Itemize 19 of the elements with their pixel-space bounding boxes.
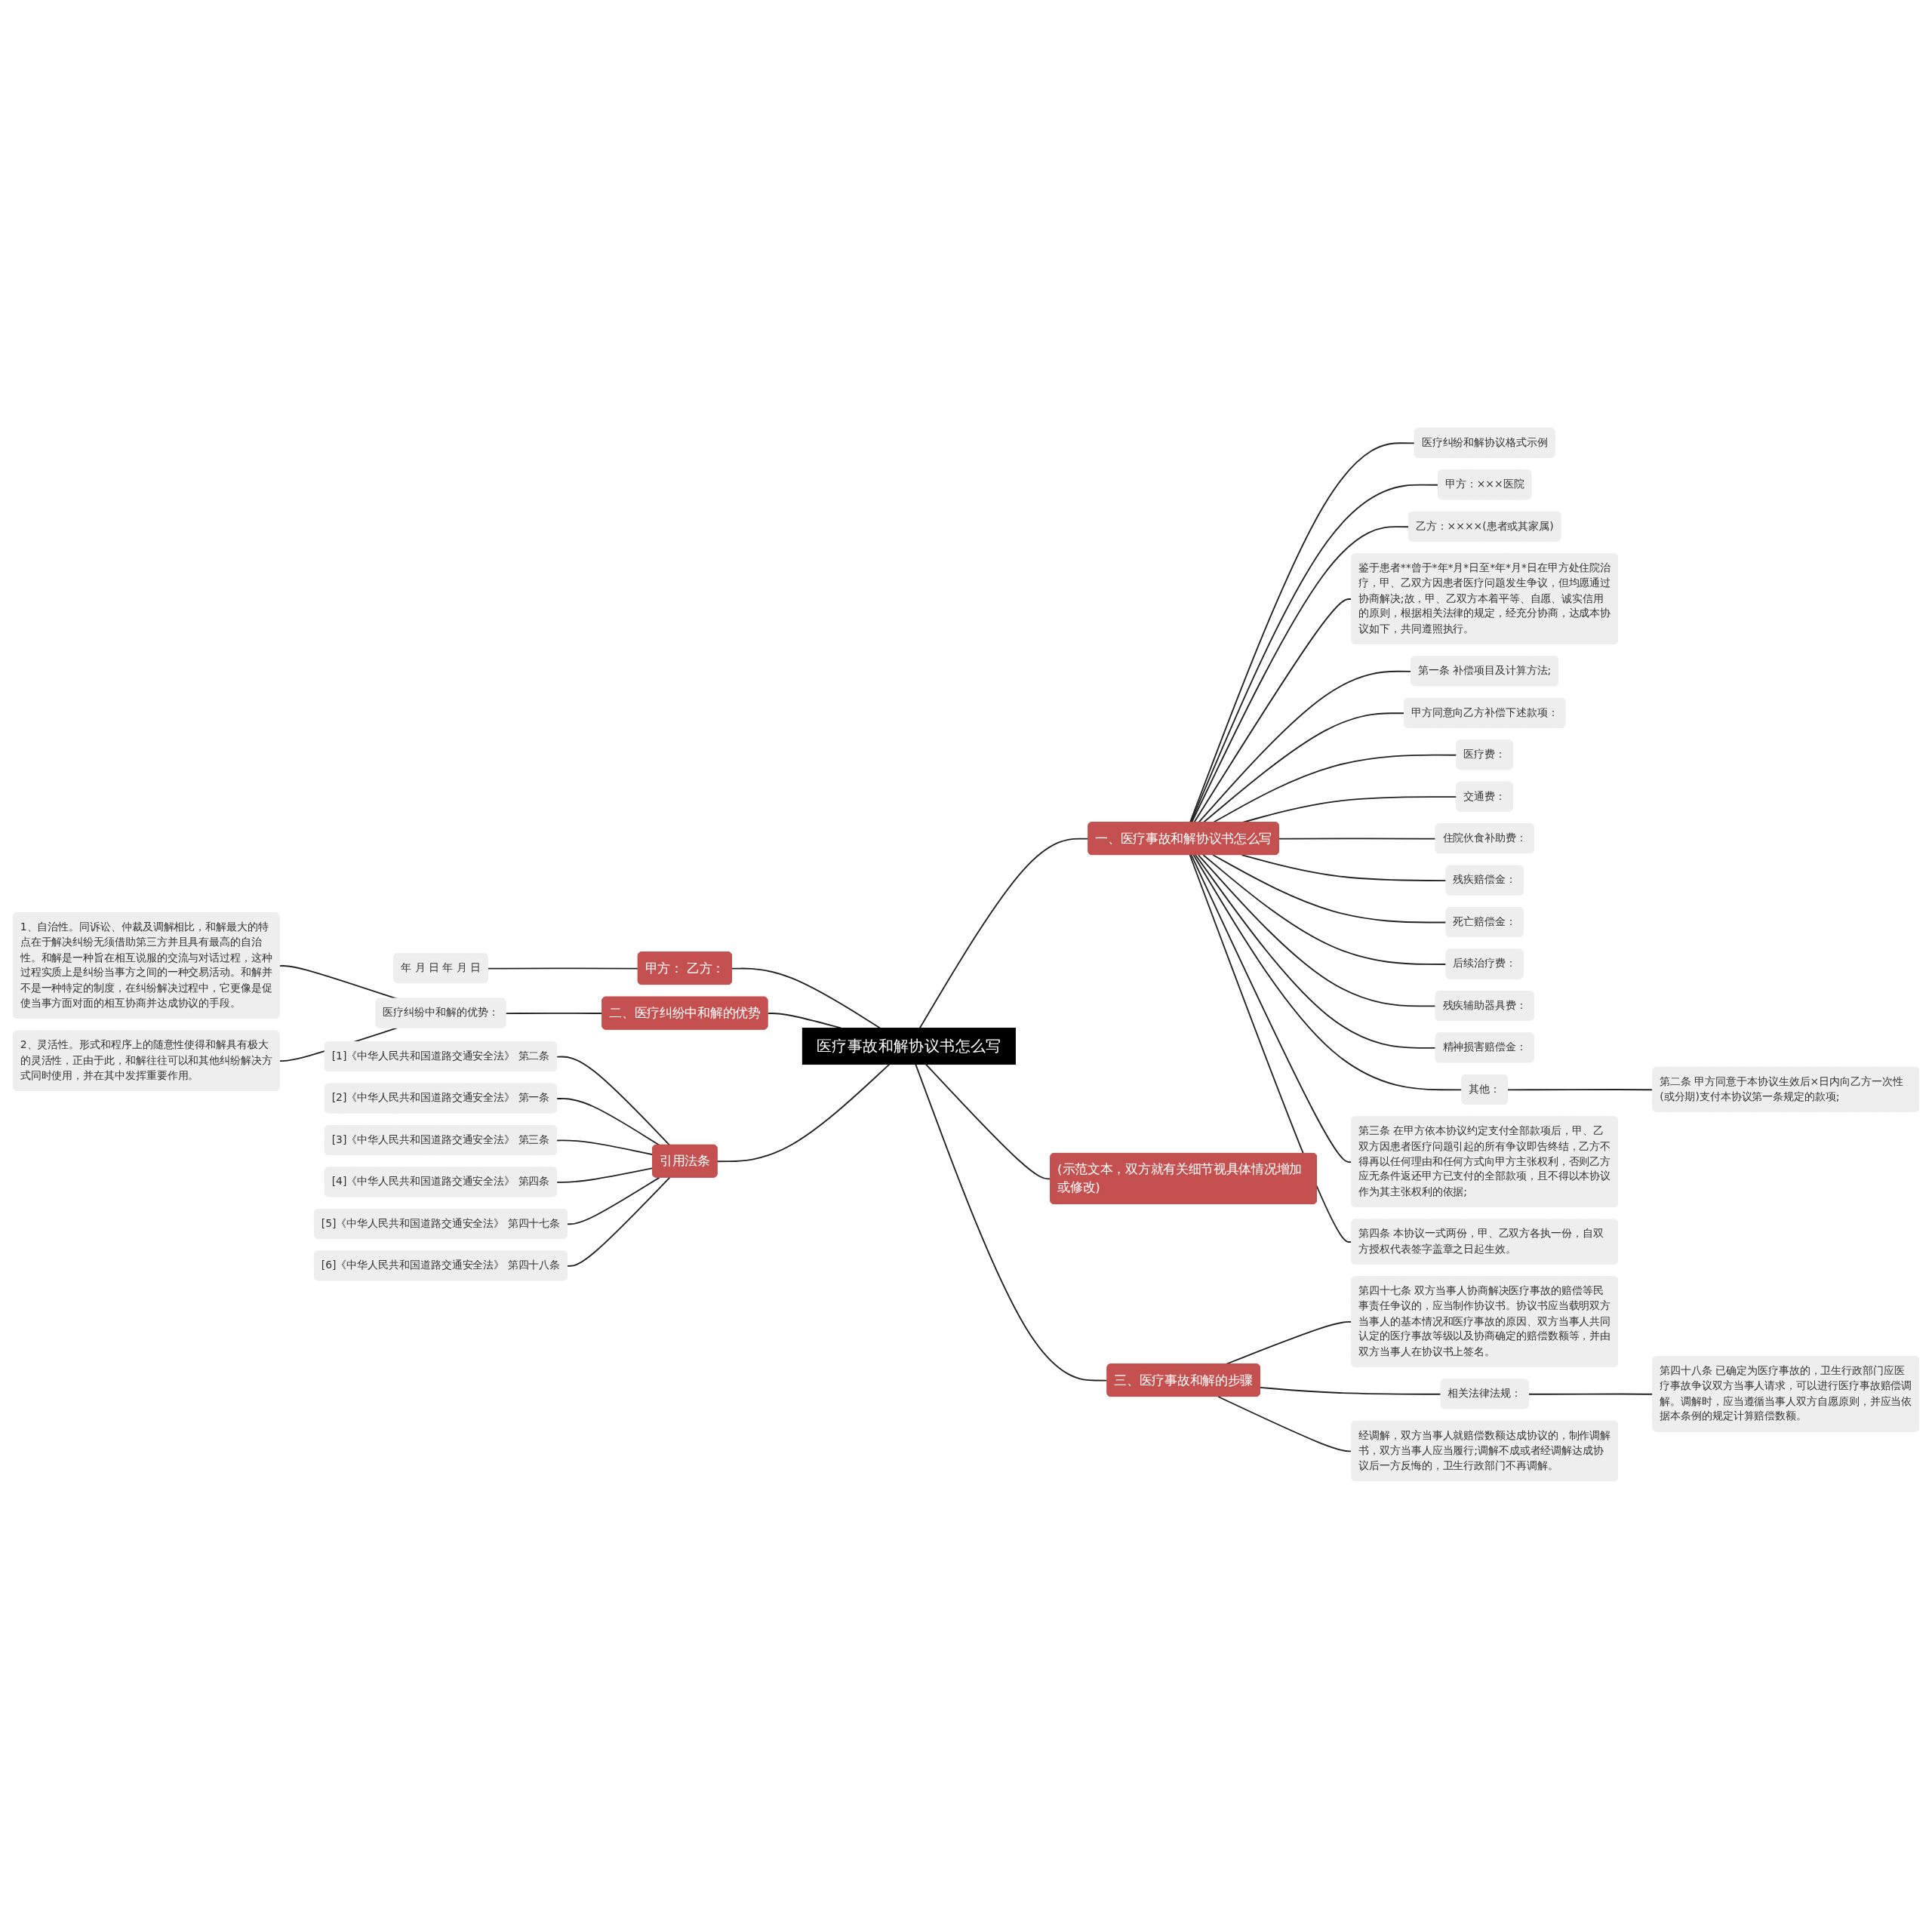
connector xyxy=(556,1098,660,1146)
connector xyxy=(278,965,398,1000)
connector xyxy=(1195,854,1437,1049)
connector xyxy=(1259,1386,1442,1395)
connector xyxy=(716,1063,891,1163)
node-box: 医疗事故和解协议书怎么写 xyxy=(801,1027,1016,1065)
connector xyxy=(1278,838,1437,840)
connector xyxy=(1212,854,1447,924)
connector xyxy=(731,967,881,1029)
connector xyxy=(915,1063,1109,1382)
connector xyxy=(1241,854,1447,881)
connector xyxy=(567,1176,671,1267)
connector xyxy=(567,1176,660,1225)
connector xyxy=(1192,854,1463,1091)
connector xyxy=(487,967,639,970)
connector xyxy=(1197,854,1437,1007)
connector xyxy=(1202,854,1447,965)
connector xyxy=(556,1056,671,1146)
connector xyxy=(767,1013,842,1029)
